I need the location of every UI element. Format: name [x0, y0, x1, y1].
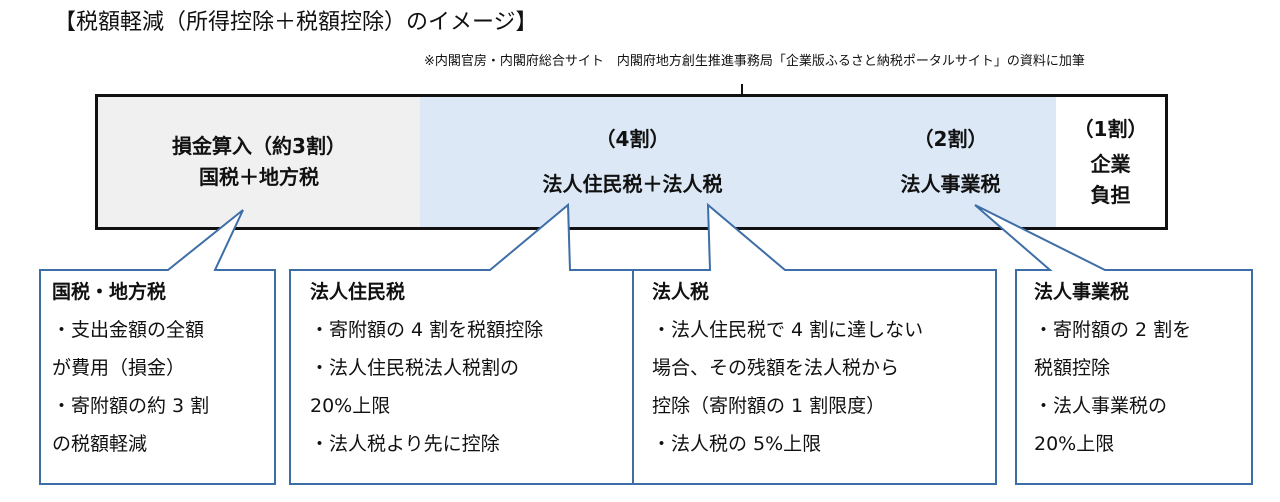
- bar-segment-deduction: 損金算入（約3割） 国税＋地方税: [95, 94, 423, 230]
- callout-line: 20%上限: [310, 395, 391, 417]
- callout-line: が費用（損金）: [52, 357, 186, 379]
- callout-line: ・寄附額の約 3 割: [52, 395, 210, 417]
- callout-line: 20%上限: [1034, 433, 1115, 455]
- callout-enterprise-tax: 法人事業税 ・寄附額の 2 割を 税額控除 ・法人事業税の 20%上限: [1034, 273, 1191, 463]
- callout-heading: 法人税: [652, 281, 710, 303]
- callout-box-resident-tax: [289, 202, 634, 485]
- segment-line: 負担: [1090, 182, 1131, 207]
- page-title: 【税額軽減（所得控除＋税額控除）のイメージ】: [54, 10, 538, 35]
- callout-national-local: 国税・地方税 ・支出金額の全額 が費用（損金） ・寄附額の約 3 割 の税額軽減: [52, 273, 209, 463]
- bar-segment-resident-corporate-tax: （4割） 法人住民税＋法人税: [420, 94, 848, 230]
- segment-line: 国税＋地方税: [199, 165, 319, 189]
- divider-tick: [741, 84, 743, 94]
- segment-label: 法人住民税＋法人税: [542, 172, 723, 196]
- segment-percent: （1割）: [1073, 116, 1148, 141]
- callout-line: ・法人税の 5%上限: [652, 433, 822, 455]
- callout-line: ・寄附額の 2 割を: [1034, 319, 1192, 341]
- source-note: ※内閣官房・内閣府総合サイト 内閣府地方創生推進事務局「企業版ふるさと納税ポータ…: [424, 54, 1085, 69]
- callout-line: ・寄附額の 4 割を税額控除: [310, 319, 544, 341]
- callout-heading: 法人住民税: [310, 281, 406, 303]
- callout-heading: 法人事業税: [1034, 281, 1130, 303]
- segment-percent: （4割）: [595, 127, 670, 151]
- callout-box-corporate-tax: [632, 202, 997, 485]
- segment-label: 法人事業税: [900, 172, 1001, 196]
- bar-segment-company-burden: （1割） 企業 負担: [1056, 94, 1168, 230]
- callout-line: ・支出金額の全額: [52, 319, 205, 341]
- callout-resident-tax: 法人住民税 ・寄附額の 4 割を税額控除 ・法人住民税法人税割の 20%上限 ・…: [310, 273, 543, 463]
- segment-percent: （2割）: [913, 127, 988, 151]
- callout-box-enterprise-tax: [974, 204, 1253, 485]
- callout-line: ・法人事業税の: [1034, 395, 1168, 417]
- segment-line: 企業: [1090, 151, 1131, 176]
- segment-line: 損金算入（約3割）: [172, 134, 346, 158]
- callout-line: ・法人住民税法人税割の: [310, 357, 520, 379]
- callout-line: の税額軽減: [52, 433, 148, 455]
- callout-line: ・法人税より先に控除: [310, 433, 500, 455]
- callout-line: 場合、その残額を法人税から: [652, 357, 900, 379]
- callout-line: ・法人住民税で 4 割に達しない: [652, 319, 924, 341]
- callout-line: 税額控除: [1034, 357, 1111, 379]
- callout-corporate-tax: 法人税 ・法人住民税で 4 割に達しない 場合、その残額を法人税から 控除（寄附…: [652, 273, 923, 463]
- callout-line: 控除（寄附額の 1 割限度）: [652, 395, 886, 417]
- callout-box-national-local: [39, 209, 276, 485]
- callout-heading: 国税・地方税: [52, 281, 167, 303]
